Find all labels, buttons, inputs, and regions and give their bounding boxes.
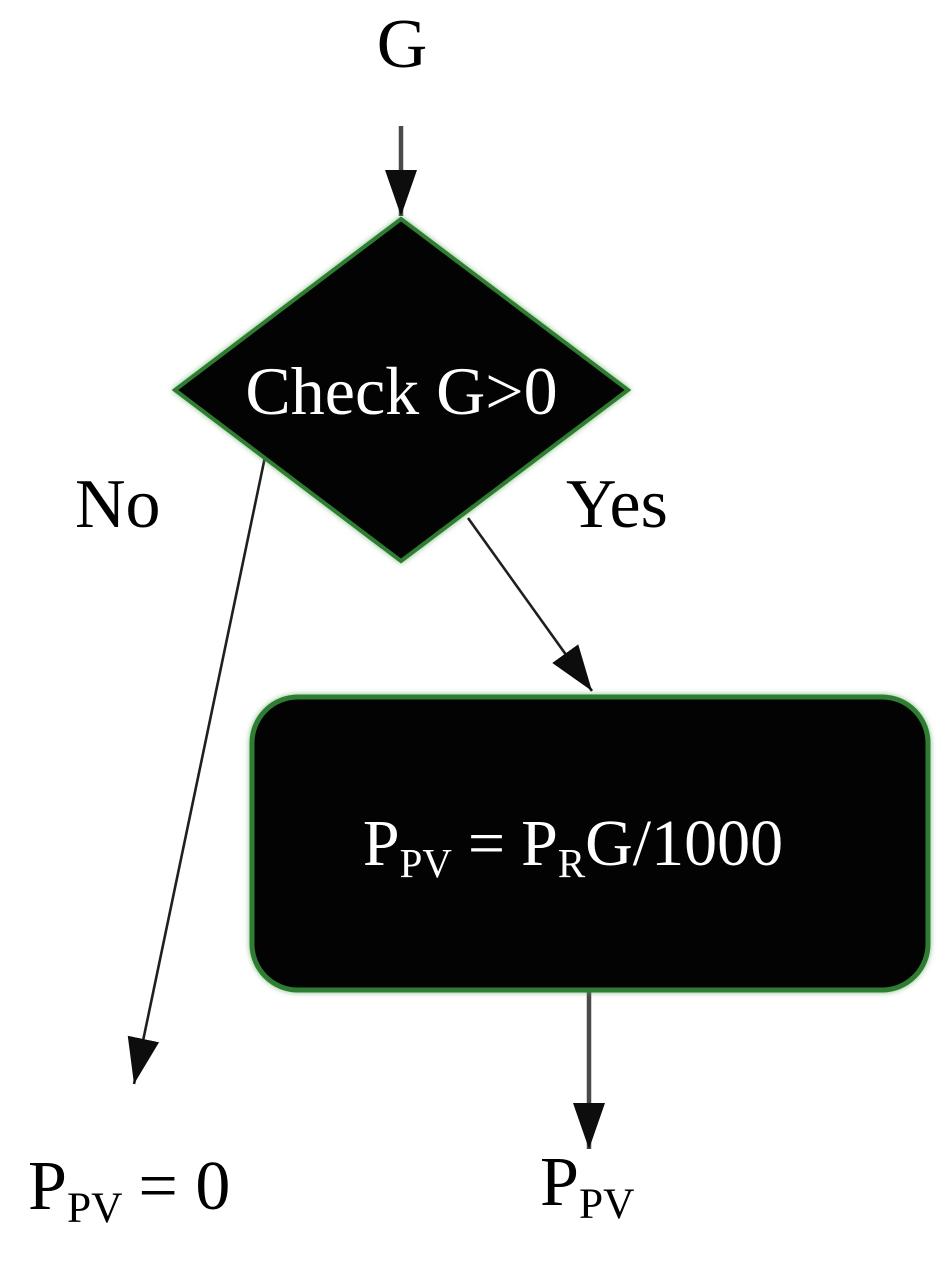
formula-base1: P bbox=[362, 806, 400, 880]
result-yes-sub: PV bbox=[578, 1180, 635, 1229]
result-no-tail: = 0 bbox=[138, 1148, 231, 1225]
formula-tail: G/1000 bbox=[585, 806, 784, 880]
decision-diamond bbox=[171, 216, 632, 564]
edge-label-yes: Yes bbox=[566, 466, 668, 543]
formula-sub2: R bbox=[557, 840, 586, 886]
formula-sub1: PV bbox=[399, 840, 452, 886]
result-no-base: P bbox=[28, 1148, 67, 1225]
edge-label-no: No bbox=[75, 466, 161, 543]
input-label: G bbox=[376, 6, 428, 83]
edge-decision-no bbox=[127, 451, 268, 1085]
formula-text: PPV=PRG/1000 bbox=[363, 810, 783, 884]
result-yes-base: P bbox=[540, 1144, 579, 1221]
result-no-label: PPV= 0 bbox=[28, 1152, 230, 1230]
decision-label: Check G>0 bbox=[175, 219, 628, 562]
process-box bbox=[249, 694, 931, 993]
result-yes-label: PPV bbox=[540, 1148, 634, 1226]
decision-label-text: Check G>0 bbox=[245, 352, 558, 429]
formula-base2: P bbox=[521, 806, 558, 880]
edge-decision-yes bbox=[466, 517, 594, 692]
formula-equals: = bbox=[467, 806, 506, 880]
process-formula: PPV=PRG/1000 bbox=[252, 697, 928, 990]
result-no-sub: PV bbox=[66, 1184, 123, 1233]
